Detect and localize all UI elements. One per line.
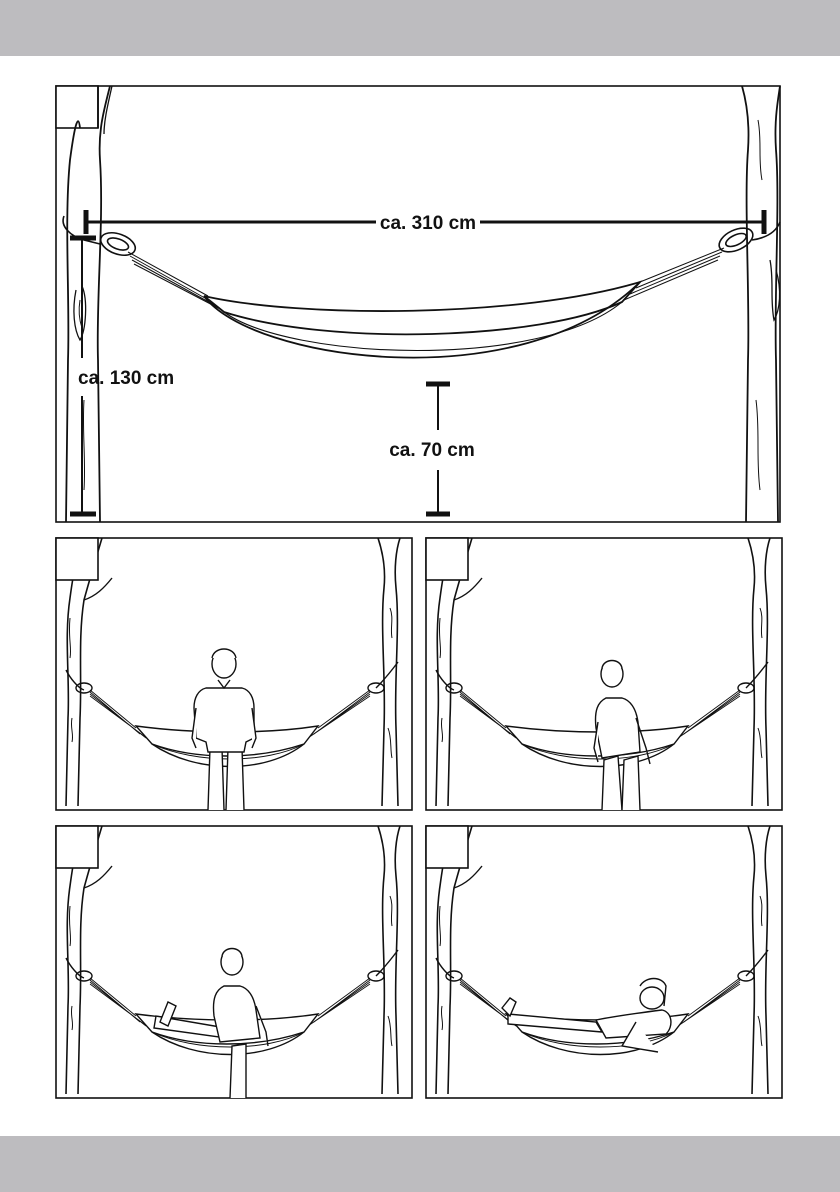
panel-step-swing-legs (56, 826, 412, 1098)
step-number-box (56, 538, 98, 580)
step-number-box (426, 538, 468, 580)
panel-overview: ca. 310 cm ca. 130 cm ca. 70 cm (56, 86, 780, 522)
step-number-box (426, 826, 468, 868)
panel-step-sit (426, 538, 782, 810)
label-attach-height: ca. 130 cm (78, 368, 174, 389)
label-width: ca. 310 cm (380, 213, 476, 234)
panel-step-stand (56, 538, 412, 810)
panel-step-lie (426, 826, 782, 1098)
label-ground-clearance: ca. 70 cm (389, 440, 475, 461)
step-number-box (56, 826, 98, 868)
